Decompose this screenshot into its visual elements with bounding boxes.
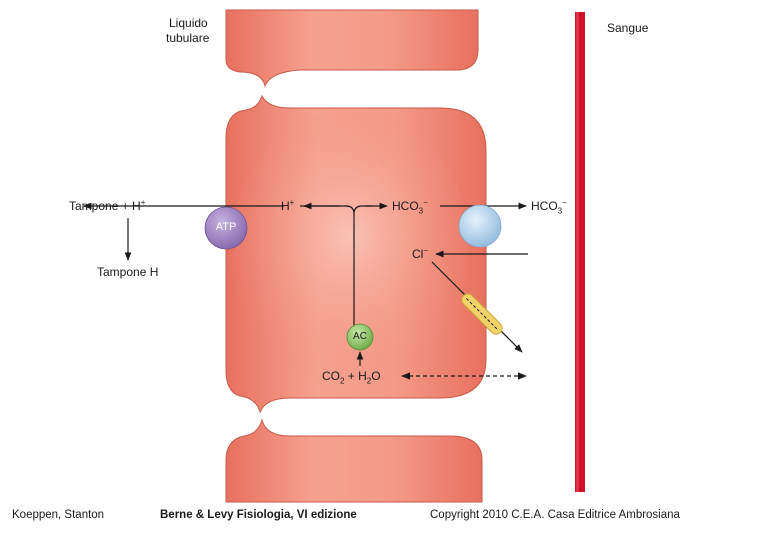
hco3-out-sup: −	[562, 198, 567, 207]
h-ion-sup: +	[290, 198, 295, 207]
blood-vessel-shine	[576, 12, 579, 492]
footer-book-title: Berne & Levy Fisiologia, VI edizione	[160, 509, 357, 521]
h-ion-text: H	[281, 199, 290, 213]
footer-copyright: Copyright 2010 C.E.A. Casa Editrice Ambr…	[430, 509, 680, 521]
hco3-out-sub: 3	[558, 206, 562, 215]
cl-ion-text: Cl	[412, 247, 423, 261]
lumen-label-line2: tubulare	[166, 31, 209, 45]
h2o-o-text: O	[371, 369, 380, 383]
hco3-inside-sup: −	[423, 198, 428, 207]
hco3-inside-label: HCO3−	[392, 199, 428, 213]
cell-highlight	[230, 110, 470, 390]
hco3-cl-exchanger	[459, 205, 501, 247]
lumen-label-line1: Liquido	[169, 16, 208, 30]
buffer-h-plus-sup: +	[141, 198, 146, 207]
hco3-out-label: HCO3−	[531, 199, 567, 213]
cl-ion-sup: −	[423, 246, 428, 255]
buffer-h-label: Tampone H	[97, 265, 158, 279]
footer-authors: Koeppen, Stanton	[12, 509, 104, 521]
hco3-out-text: HCO	[531, 199, 558, 213]
buffer-h-plus-label: Tampone + H+	[69, 199, 145, 213]
top-neighbor-cell	[226, 10, 478, 86]
ac-label: AC	[348, 331, 372, 342]
atp-label: ATP	[208, 221, 244, 233]
bottom-neighbor-cell	[226, 420, 482, 502]
co2-h2o-label: CO2 + H2O	[322, 369, 381, 383]
hco3-inside-text: HCO	[392, 199, 419, 213]
blood-label: Sangue	[607, 21, 648, 35]
plus-h2o-text: + H	[344, 369, 366, 383]
hco3-inside-sub: 3	[419, 206, 423, 215]
h-ion-label: H+	[281, 199, 294, 213]
co2-text: CO	[322, 369, 340, 383]
buffer-h-plus-text: Tampone + H	[69, 199, 141, 213]
cl-ion-label: Cl−	[412, 247, 428, 261]
